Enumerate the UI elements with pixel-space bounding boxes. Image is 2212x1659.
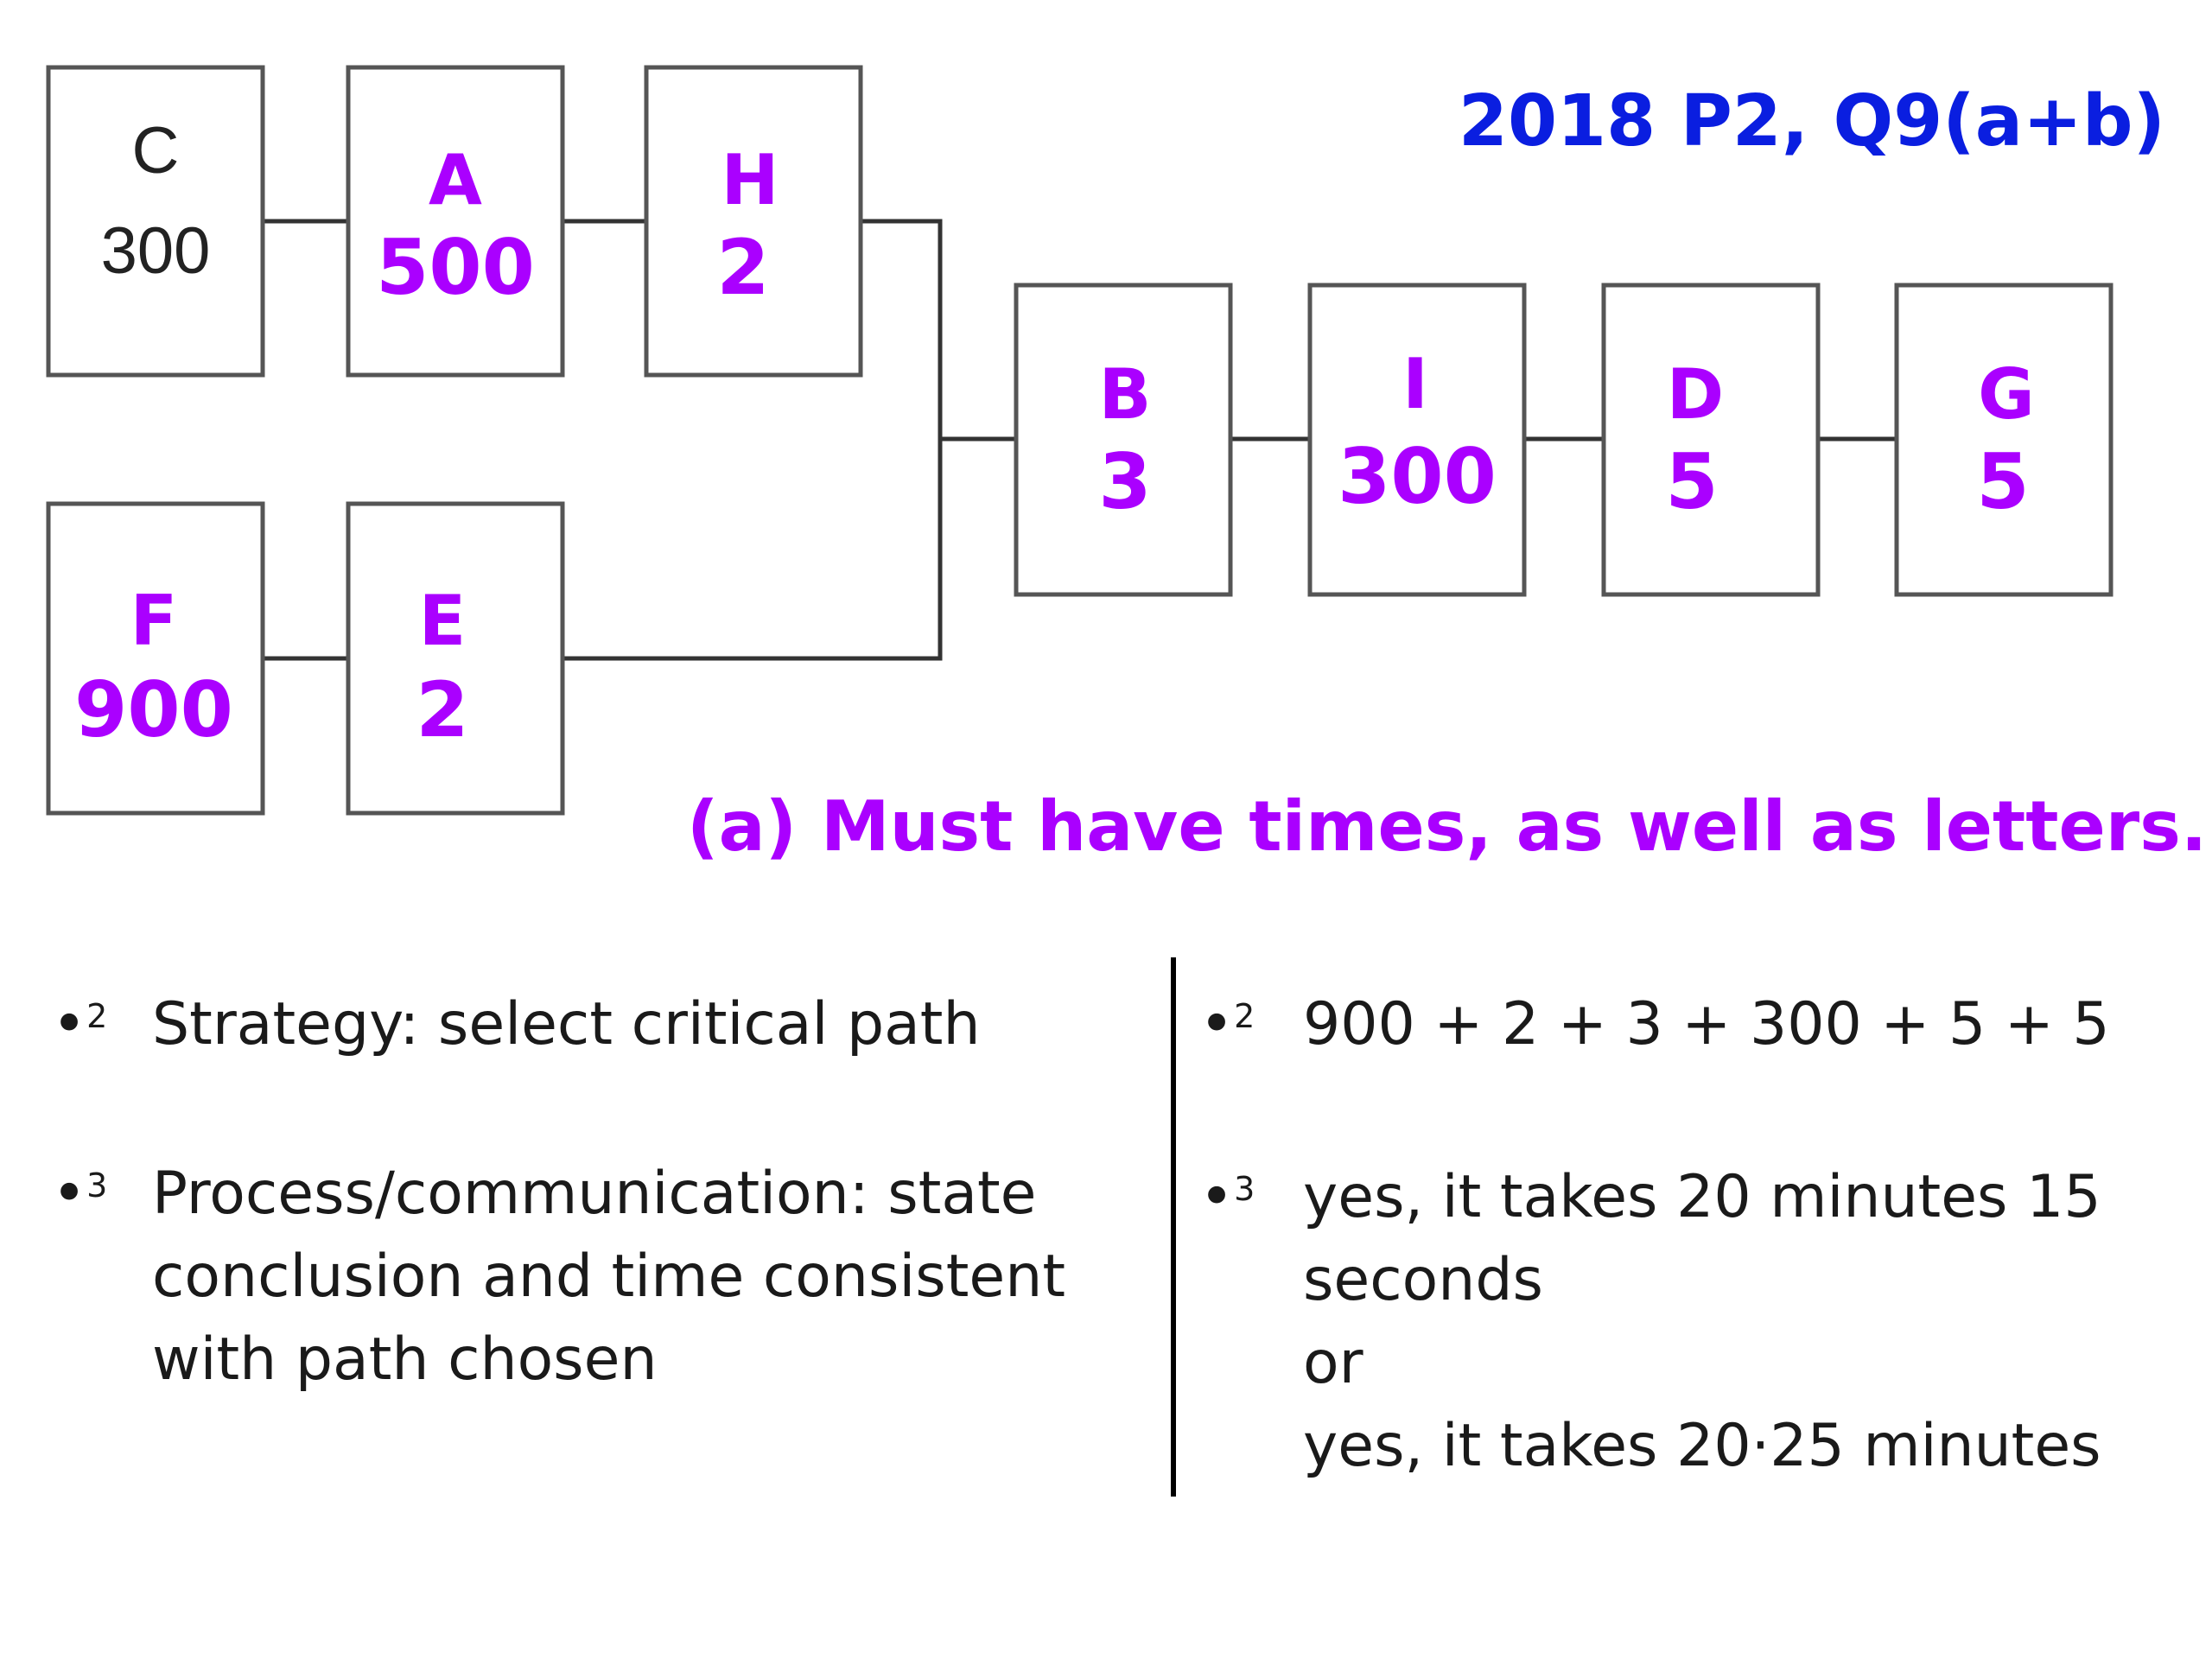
- node-letter: A: [429, 140, 482, 220]
- node-i: I 300: [1307, 283, 1527, 597]
- node-d: D 5: [1601, 283, 1821, 597]
- scheme-line: yes, it takes 20·25 minutes: [1303, 1412, 2101, 1480]
- mark-number: 2: [1234, 997, 1255, 1035]
- node-letter: C: [132, 114, 180, 188]
- node-box: [1894, 283, 2113, 597]
- node-time: 2: [716, 223, 769, 312]
- node-letter: E: [419, 581, 467, 661]
- node-time: 2: [416, 665, 468, 754]
- mark-number: 3: [86, 1166, 108, 1205]
- node-time: 900: [74, 665, 233, 754]
- node-h: H 2: [644, 65, 863, 378]
- node-time: 5: [1976, 437, 2029, 526]
- connector-e-b: [563, 439, 943, 661]
- scheme-line: seconds: [1303, 1246, 1543, 1314]
- node-time: 300: [101, 214, 211, 288]
- node-b: B 3: [1014, 283, 1233, 597]
- node-time: 3: [1098, 437, 1151, 526]
- question-reference: 2018 P2, Q9(a+b): [1459, 80, 2165, 162]
- bullet-icon: •3: [1199, 1163, 1255, 1231]
- node-g: G 5: [1894, 283, 2113, 597]
- mark-number: 2: [86, 997, 108, 1035]
- node-box: [346, 501, 565, 816]
- scheme-line: with path chosen: [152, 1325, 658, 1394]
- node-box: [644, 65, 863, 378]
- scheme-line: Process/communication: state: [152, 1160, 1037, 1228]
- node-time: 300: [1338, 432, 1497, 521]
- scheme-text: Process/communication: state conclusion …: [152, 1153, 1065, 1402]
- node-box: [46, 65, 265, 378]
- node-time: 500: [376, 223, 535, 312]
- bullet-icon: •3: [52, 1160, 108, 1228]
- scheme-line: yes, it takes 20 minutes 15: [1303, 1163, 2101, 1231]
- node-c: C 300: [46, 65, 265, 378]
- node-time: 5: [1665, 437, 1718, 526]
- node-letter: G: [1978, 354, 2035, 435]
- column-divider: [1171, 957, 1176, 1497]
- node-box: [346, 65, 565, 378]
- bullet-icon: •2: [52, 990, 108, 1058]
- node-letter: F: [130, 581, 178, 661]
- node-letter: D: [1667, 354, 1724, 435]
- scheme-line: or: [1303, 1329, 1363, 1397]
- scheme-text: Strategy: select critical path: [152, 990, 981, 1058]
- bullet-icon: •2: [1199, 990, 1255, 1058]
- connector-h-b: [861, 219, 1016, 442]
- scheme-text: 900 + 2 + 3 + 300 + 5 + 5: [1303, 990, 2110, 1058]
- scheme-line: conclusion and time consistent: [152, 1243, 1065, 1311]
- node-box: [1307, 283, 1527, 597]
- node-box: [1601, 283, 1821, 597]
- mark-number: 3: [1234, 1170, 1255, 1208]
- scheme-text: yes, it takes 20 minutes 15 seconds or y…: [1303, 1156, 2101, 1488]
- node-box: [1014, 283, 1233, 597]
- node-box: [46, 501, 265, 816]
- marking-note: (a) Must have times, as well as letters.: [687, 786, 2207, 867]
- node-e: E 2: [346, 501, 565, 816]
- node-letter: B: [1099, 354, 1152, 435]
- node-f: F 900: [46, 501, 265, 816]
- node-letter: I: [1402, 344, 1428, 424]
- node-a: A 500: [346, 65, 565, 378]
- node-letter: H: [721, 140, 779, 220]
